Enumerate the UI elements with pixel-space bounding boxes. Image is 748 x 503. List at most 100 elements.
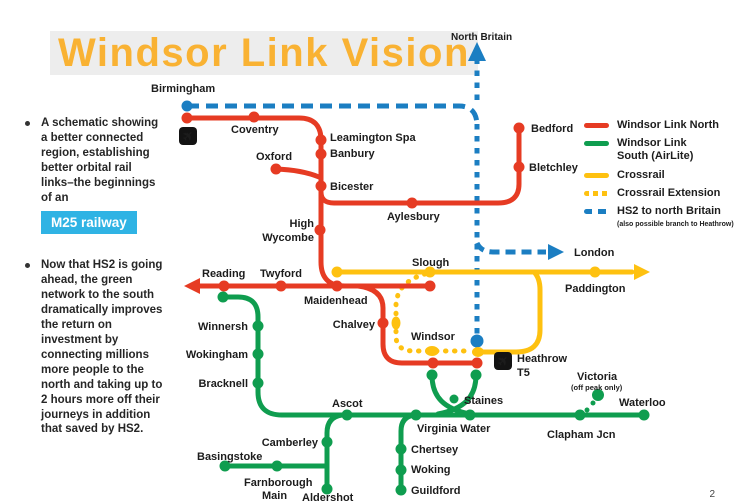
- map-station-reading-red-dot: [218, 280, 230, 292]
- map-label-chertsey: Chertsey: [411, 444, 459, 456]
- map-line-wls-windsor-leg: [429, 372, 473, 417]
- map-label-chalvey: Chalvey: [333, 319, 376, 331]
- airport-heathrow-icon-bg: [494, 352, 512, 370]
- map-label-t5: T5: [517, 367, 530, 379]
- map-station-heathrow-green-dot: [470, 369, 482, 381]
- map-label-guildford: Guildford: [411, 485, 461, 497]
- legend-note: (also possible branch to Heathrow): [617, 221, 734, 229]
- map-station-victoria-offpeak-dot-1-dot: [590, 400, 596, 406]
- map-line-wln-oxford: [273, 166, 322, 180]
- map-station-windsor-red-dot: [427, 357, 439, 369]
- map-line-wln-aylesbury-bedford: [318, 125, 522, 206]
- map-line-hs2-horizontal: [187, 103, 480, 127]
- map-station-maidenhead-red-dot: [331, 280, 343, 292]
- map-station-maidenhead-yellow-dot: [331, 266, 343, 278]
- map-station-bletchley-dot: [513, 161, 525, 173]
- legend-item-windsor-link-south: Windsor Link South (AirLite): [584, 137, 748, 163]
- bullet-list: A schematic showing a better connected r…: [16, 116, 164, 461]
- map-label-victoria: Victoria: [577, 371, 618, 383]
- legend-label: HS2 to north Britain: [617, 204, 721, 217]
- legend-swatch-yellow-solid: [584, 172, 609, 178]
- map-label-slough: Slough: [412, 257, 450, 269]
- map-label-windsor: Windsor: [411, 331, 456, 343]
- map-label-aylesbury: Aylesbury: [387, 211, 441, 223]
- map-label-oxford: Oxford: [256, 151, 292, 163]
- airport-birmingham-icon-bg: [179, 127, 197, 145]
- map-label-camberley: Camberley: [262, 437, 319, 449]
- map-label-wokingham: Wokingham: [186, 349, 248, 361]
- map-station-virginia-water-dot: [410, 409, 422, 421]
- map-label-reading: Reading: [202, 268, 245, 280]
- legend-label: Crossrail Extension: [617, 186, 721, 199]
- map-station-banbury-dot: [315, 148, 327, 160]
- map-label-paddington: Paddington: [565, 283, 626, 295]
- legend-label: Windsor Link North: [617, 119, 719, 131]
- page-title: Windsor Link Vision: [50, 30, 478, 76]
- page-title-text: Windsor Link Vision: [50, 30, 478, 75]
- map-station-ascot-dot: [341, 409, 353, 421]
- bullet-item-1: A schematic showing a better connected r…: [16, 116, 164, 235]
- map-station-coventry-dot: [248, 111, 260, 123]
- bullet-marker: [25, 263, 30, 269]
- map-station-basingstoke-dot: [219, 460, 231, 472]
- map-line-hs2-london-branch: [474, 241, 546, 255]
- page-number: 2: [709, 489, 715, 500]
- map-station-wokingham-dot: [252, 348, 264, 360]
- map-label-banbury: Banbury: [330, 148, 376, 160]
- map-legend: Windsor Link North Windsor Link South (A…: [584, 119, 748, 228]
- map-label-london: London: [574, 247, 615, 259]
- map-label-basingstoke: Basingstoke: [197, 451, 262, 463]
- map-station-twyford-dot: [275, 280, 287, 292]
- map-label-birmingham: Birmingham: [151, 83, 215, 95]
- map-line-wls-camberley-aldershot: [324, 412, 345, 492]
- map-station-leamington-spa-dot: [315, 134, 327, 146]
- m25-railway-badge: M25 railway: [41, 210, 137, 235]
- legend-swatch-red-solid: [584, 123, 609, 128]
- map-station-bedford-dot: [513, 122, 525, 134]
- map-arrow-north-britain-arrow: [468, 42, 486, 61]
- map-station-aylesbury-dot: [406, 197, 418, 209]
- map-label-ascot: Ascot: [332, 398, 363, 410]
- legend-swatch-green-solid: [584, 141, 609, 147]
- legend-swatch-blue-dashed: [584, 208, 609, 214]
- map-station-heathrow-red-dot: [471, 357, 483, 369]
- map-label-high: High: [290, 218, 315, 230]
- map-station-reading-green-dot: [217, 291, 229, 303]
- map-station-oxford-dot: [270, 163, 282, 175]
- legend-item-windsor-link-north: Windsor Link North: [584, 119, 748, 132]
- map-station-victoria-dot: [592, 389, 604, 401]
- map-label-victoria-offpeak: (off peak only): [571, 383, 623, 392]
- map-station-waterloo-dot: [638, 409, 650, 421]
- map-label-main: Main: [262, 490, 287, 502]
- map-station-camberley-dot: [321, 436, 333, 448]
- map-label-farnborough: Farnborough: [244, 477, 313, 489]
- map-label-aldershot: Aldershot: [302, 492, 354, 503]
- map-station-winnersh-dot: [252, 320, 264, 332]
- map-label-maidenhead: Maidenhead: [304, 295, 368, 307]
- legend-item-hs2: HS2 to north Britain: [584, 205, 748, 218]
- map-station-bicester-dot: [315, 180, 327, 192]
- bullet-1-body: A schematic showing a better connected r…: [41, 117, 159, 204]
- map-station-victoria-offpeak-dot-2-dot: [584, 407, 590, 413]
- map-label-bedford: Bedford: [531, 123, 573, 135]
- map-label-bracknell: Bracknell: [198, 378, 248, 390]
- map-station-guildford-dot: [395, 484, 407, 496]
- map-line-wln-chalvey-windsor: [355, 283, 480, 366]
- map-label-waterloo: Waterloo: [619, 397, 666, 409]
- map-station-heathrow-t5-yellow-dot: [472, 347, 484, 357]
- map-station-farnborough-main-dot: [271, 460, 283, 472]
- map-label-heathrow: Heathrow: [517, 353, 568, 365]
- map-station-clapham-jcn-dot: [574, 409, 586, 421]
- legend-item-crossrail-extension: Crossrail Extension: [584, 187, 748, 200]
- map-label-coventry: Coventry: [231, 124, 280, 136]
- map-line-wls-heathrow-leg: [435, 372, 479, 417]
- map-label-bletchley: Bletchley: [529, 162, 579, 174]
- map-station-slough-red-dot: [424, 280, 436, 292]
- legend-item-crossrail: Crossrail: [584, 169, 748, 182]
- map-station-windsor-yellow-dot: [425, 346, 439, 356]
- map-label-woking: Woking: [411, 464, 451, 476]
- map-station-birmingham-hs2-dot: [181, 100, 193, 112]
- map-station-chertsey-dot: [395, 443, 407, 455]
- map-station-birmingham-dot: [181, 112, 193, 124]
